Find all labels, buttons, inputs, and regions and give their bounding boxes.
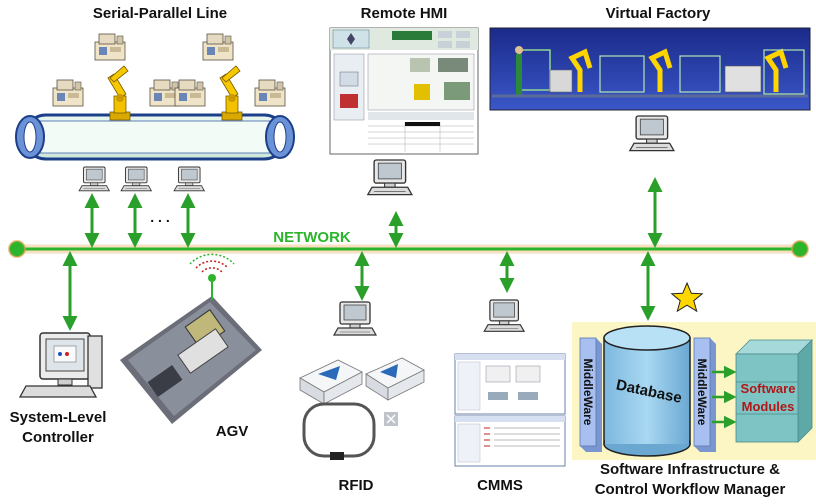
network-node-right — [791, 240, 809, 258]
line-computers — [78, 166, 205, 192]
computer-icon — [173, 166, 205, 192]
machine-icon — [94, 33, 126, 61]
robot-arm-icon — [107, 65, 131, 121]
machine-icon — [202, 33, 234, 61]
line-arrows — [84, 193, 196, 248]
middleware-right-bar — [693, 337, 716, 452]
rfid-readers — [299, 357, 425, 460]
serial-parallel-line-illustration — [15, 33, 295, 161]
system-level-controller-computer — [18, 332, 103, 398]
label-infrastructure-line2: Control Workflow Manager — [595, 481, 786, 498]
computer-icon — [367, 159, 413, 196]
label-middleware-left: MiddleWare — [581, 359, 595, 426]
computer-icon — [629, 115, 675, 152]
computer-icon — [333, 301, 377, 336]
computer-icon — [483, 299, 525, 332]
middleware-left-bar — [579, 337, 602, 452]
label-rfid: RFID — [339, 477, 374, 494]
machine-icon — [52, 79, 84, 107]
machine-icon — [174, 79, 206, 107]
label-system-level-line1: System-Level — [10, 409, 107, 426]
label-middleware-right: MiddleWare — [695, 359, 709, 426]
label-serial-parallel-line: Serial-Parallel Line — [93, 5, 227, 22]
agv-photo — [120, 253, 262, 424]
label-software-modules-line1: Software — [741, 381, 796, 396]
label-agv: AGV — [216, 423, 249, 440]
label-ellipsis: . . . — [150, 209, 169, 225]
label-virtual-factory: Virtual Factory — [606, 5, 711, 22]
cmms-screenshot — [454, 353, 566, 467]
machine-icon — [254, 79, 286, 107]
label-network: NETWORK — [273, 229, 351, 246]
computer-icon — [120, 166, 152, 192]
network-node-left — [8, 240, 26, 258]
virtual-factory-render — [489, 27, 811, 111]
computer-icon — [78, 166, 110, 192]
label-software-modules-line2: Modules — [742, 399, 795, 414]
label-cmms: CMMS — [477, 477, 523, 494]
database-cylinder — [603, 325, 691, 457]
label-remote-hmi: Remote HMI — [361, 5, 448, 22]
label-infrastructure-line1: Software Infrastructure & — [600, 461, 780, 478]
network-bus — [8, 240, 809, 258]
software-modules-box — [735, 339, 813, 443]
label-system-level-line2: Controller — [22, 429, 94, 446]
module-arrows — [712, 365, 737, 429]
star-icon — [670, 281, 704, 313]
remote-hmi-screenshot — [329, 27, 479, 155]
robot-arm-icon — [219, 65, 243, 121]
